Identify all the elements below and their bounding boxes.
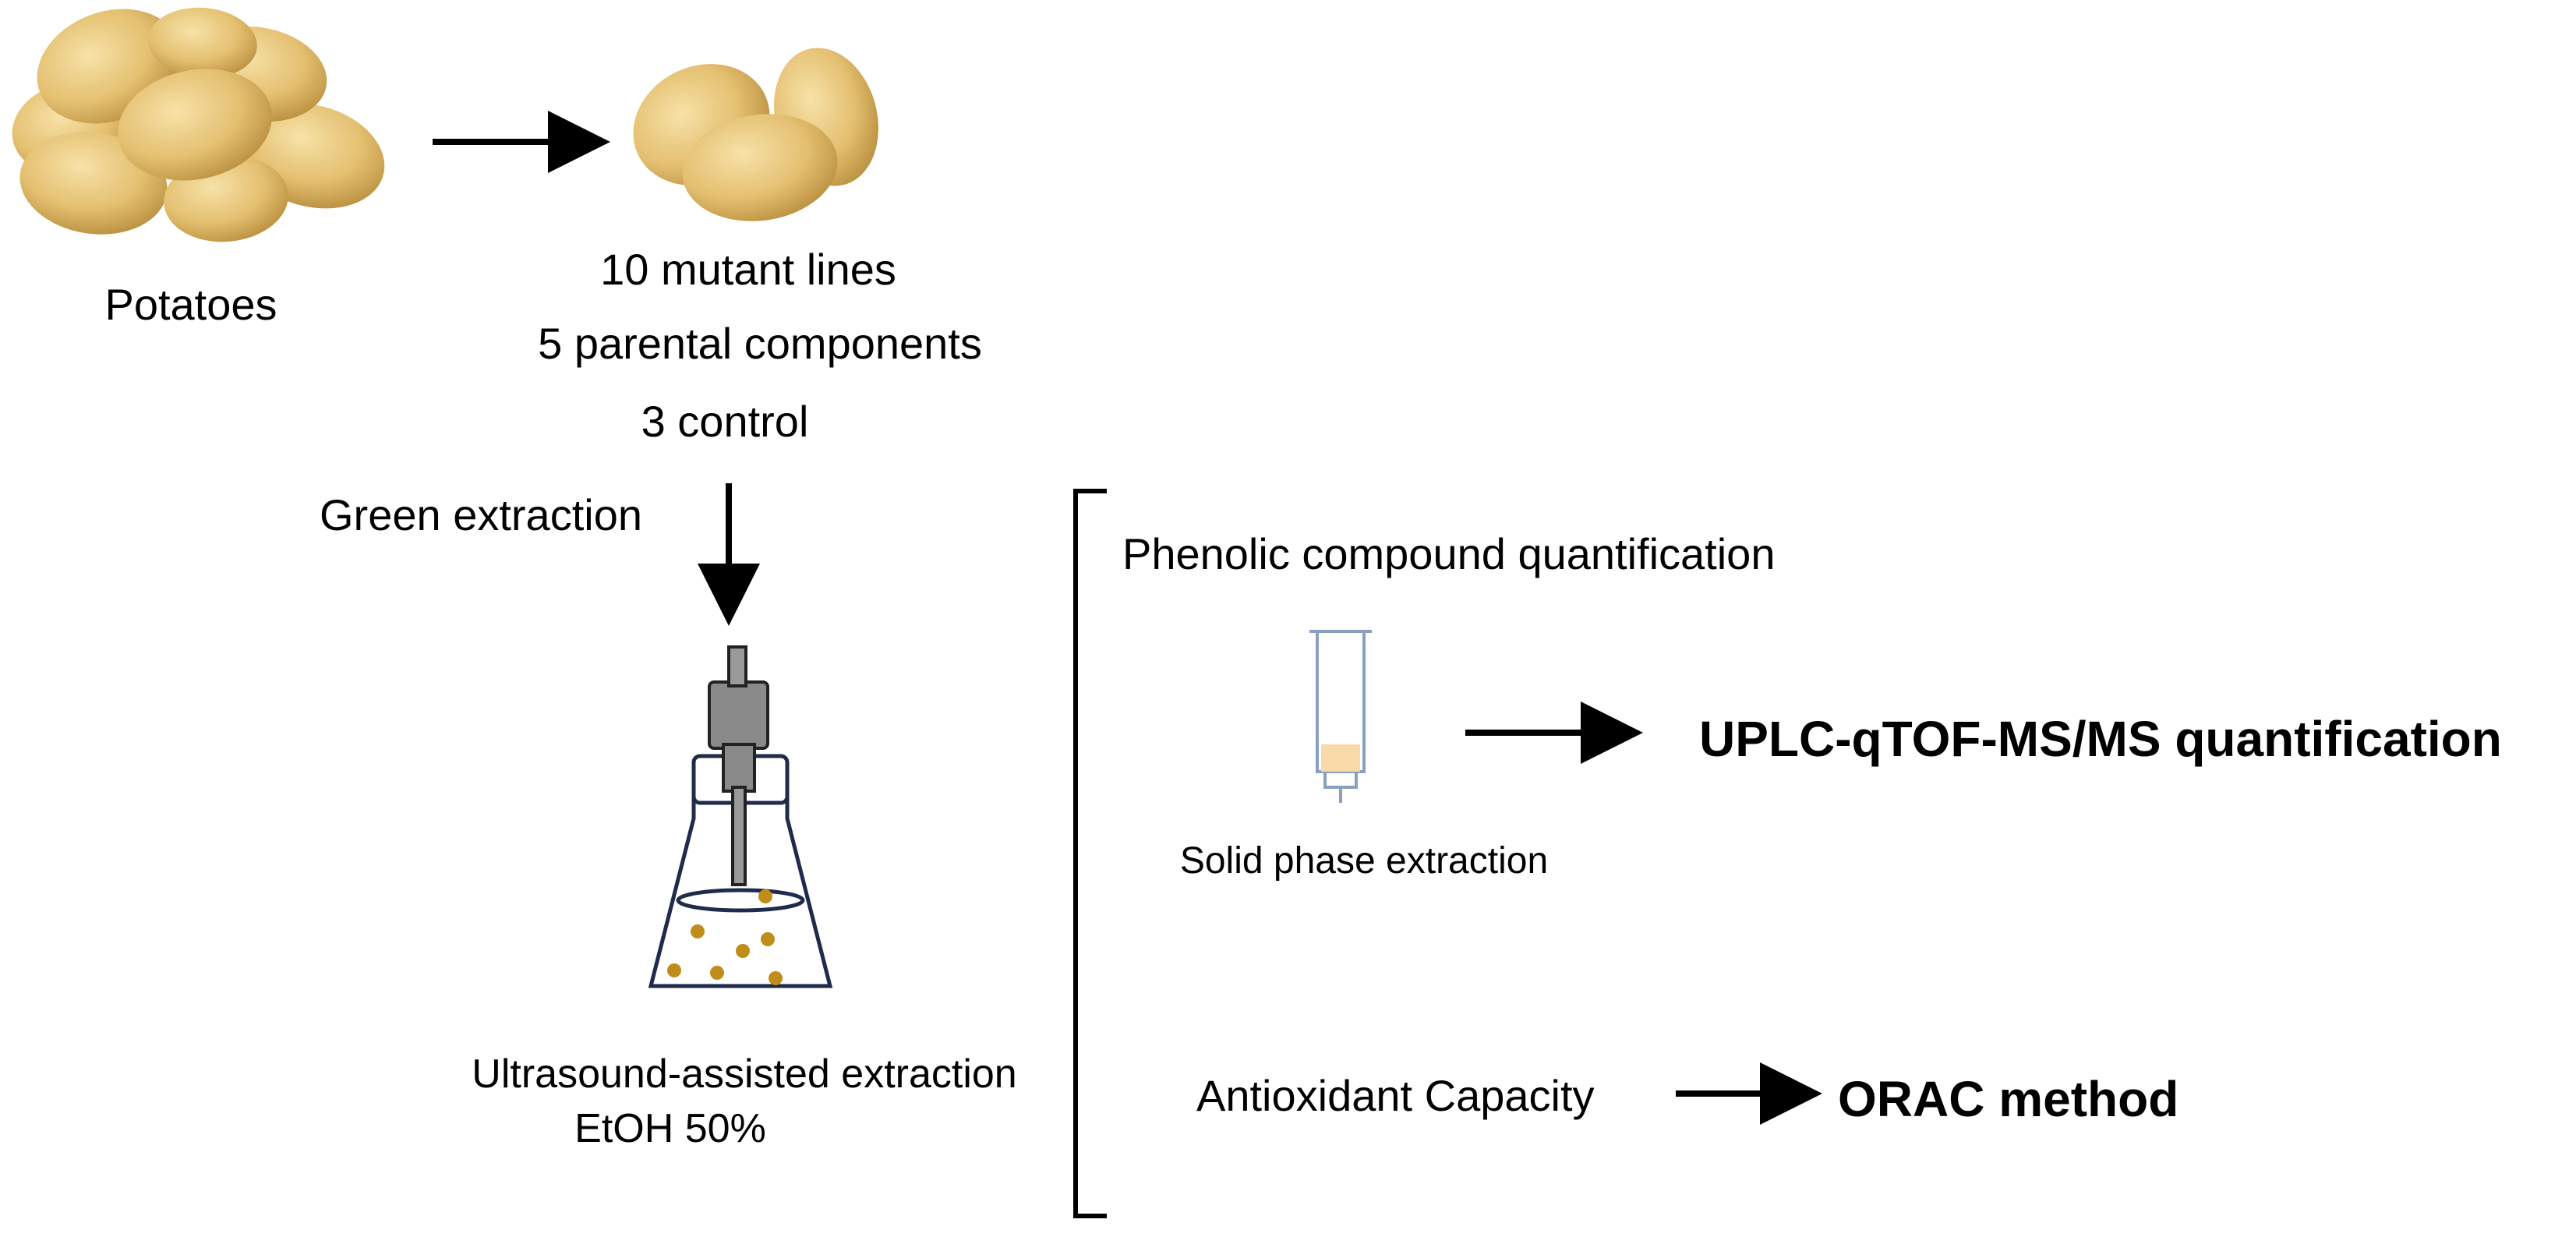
grouping-bracket: [1073, 489, 1107, 1218]
mutant-lines-label: 10 mutant lines: [600, 245, 896, 294]
control-label: 3 control: [641, 397, 809, 446]
potato-pile-icon: [12, 7, 385, 242]
etoh-label: EtOH 50%: [574, 1106, 766, 1151]
antioxidant-label: Antioxidant Capacity: [1196, 1071, 1595, 1120]
uplc-label: UPLC-qTOF-MS/MS quantification: [1699, 711, 2502, 767]
green-extraction-label: Green extraction: [320, 490, 642, 539]
orac-label: ORAC method: [1838, 1071, 2178, 1127]
spe-label: Solid phase extraction: [1180, 840, 1548, 882]
potato-trio-icon: [633, 48, 878, 221]
ultrasound-label: Ultrasound-assisted extraction: [472, 1051, 1016, 1097]
potatoes-label: Potatoes: [104, 280, 277, 329]
parental-components-label: 5 parental components: [538, 319, 982, 368]
ultrasonic-flask-icon: [648, 645, 833, 988]
spe-cartridge-icon: [1309, 630, 1372, 803]
phenolic-label: Phenolic compound quantification: [1122, 529, 1775, 578]
